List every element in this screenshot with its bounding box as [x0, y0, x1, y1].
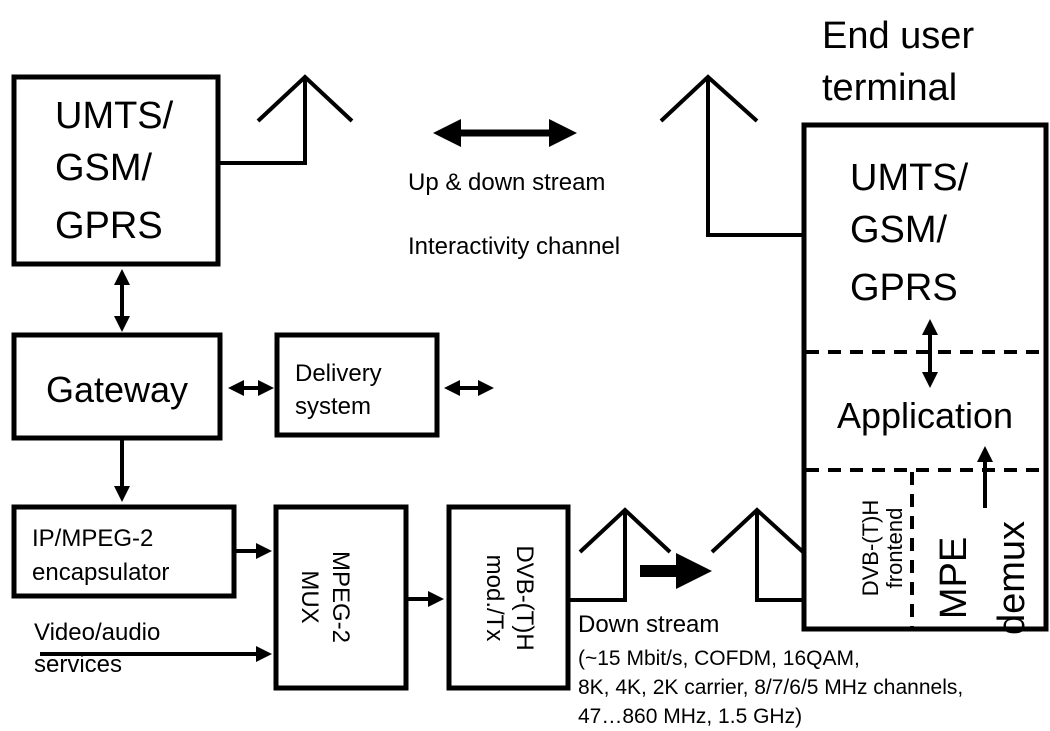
antenna-transmit-icon: [568, 507, 672, 602]
umts-left-line2: GSM/: [55, 147, 153, 189]
encapsulator-line1: IP/MPEG-2: [32, 525, 153, 552]
downstream-spec-line3: 47…860 MHz, 1.5 GHz): [578, 705, 802, 728]
dvbh-modulator-box: DVB-(T)H mod./Tx: [446, 504, 571, 691]
delivery-line2: system: [295, 393, 371, 420]
video-services-line1: Video/audio: [34, 619, 160, 646]
frontend-line2: frontend: [882, 508, 907, 589]
mpe-line1: MPE: [933, 537, 975, 619]
umts-gsm-gprs-box-left: UMTS/ GSM/ GPRS: [11, 74, 221, 267]
antenna-left-icon: [218, 74, 354, 165]
downstream-title: Down stream: [578, 611, 719, 638]
umts-right-line3: GPRS: [850, 267, 958, 309]
modulator-line1: DVB-(T)H: [511, 545, 538, 650]
umts-right-line2: GSM/: [850, 209, 948, 251]
mux-line1: MPEG-2: [327, 551, 354, 643]
terminal-title-line2: terminal: [822, 67, 957, 109]
ip-mpeg2-encapsulator-box: IP/MPEG-2 encapsulator: [11, 504, 237, 599]
gateway-label: Gateway: [46, 369, 188, 410]
modulator-line2: mod./Tx: [481, 555, 508, 642]
downstream-spec-line2: 8K, 4K, 2K carrier, 8/7/6/5 MHz channels…: [578, 676, 963, 699]
downstream-spec-line1: (~15 Mbit/s, COFDM, 16QAM,: [578, 647, 860, 670]
umts-right-line1: UMTS/: [850, 157, 969, 199]
umts-left-line1: UMTS/: [55, 95, 174, 137]
updown-stream-label: Up & down stream: [408, 169, 605, 196]
gateway-box: Gateway: [11, 332, 223, 441]
umts-left-line3: GPRS: [55, 205, 163, 247]
delivery-system-box: Delivery system: [274, 332, 440, 438]
mpeg2-mux-box: MPEG-2 MUX: [273, 504, 409, 691]
terminal-title-line1: End user: [822, 15, 974, 57]
end-user-terminal-box: UMTS/ GSM/ GPRS Application DVB-(T)H fro…: [801, 122, 1049, 635]
delivery-line1: Delivery: [295, 360, 382, 387]
antenna-right-top-icon: [659, 74, 802, 237]
encapsulator-line2: encapsulator: [32, 559, 169, 586]
application-label: Application: [837, 395, 1013, 436]
antenna-receive-icon: [710, 507, 805, 602]
frontend-line1: DVB-(T)H: [858, 500, 883, 597]
mpe-line2: demux: [991, 521, 1033, 635]
interactivity-channel-label: Interactivity channel: [408, 233, 620, 260]
mux-line2: MUX: [296, 570, 323, 623]
